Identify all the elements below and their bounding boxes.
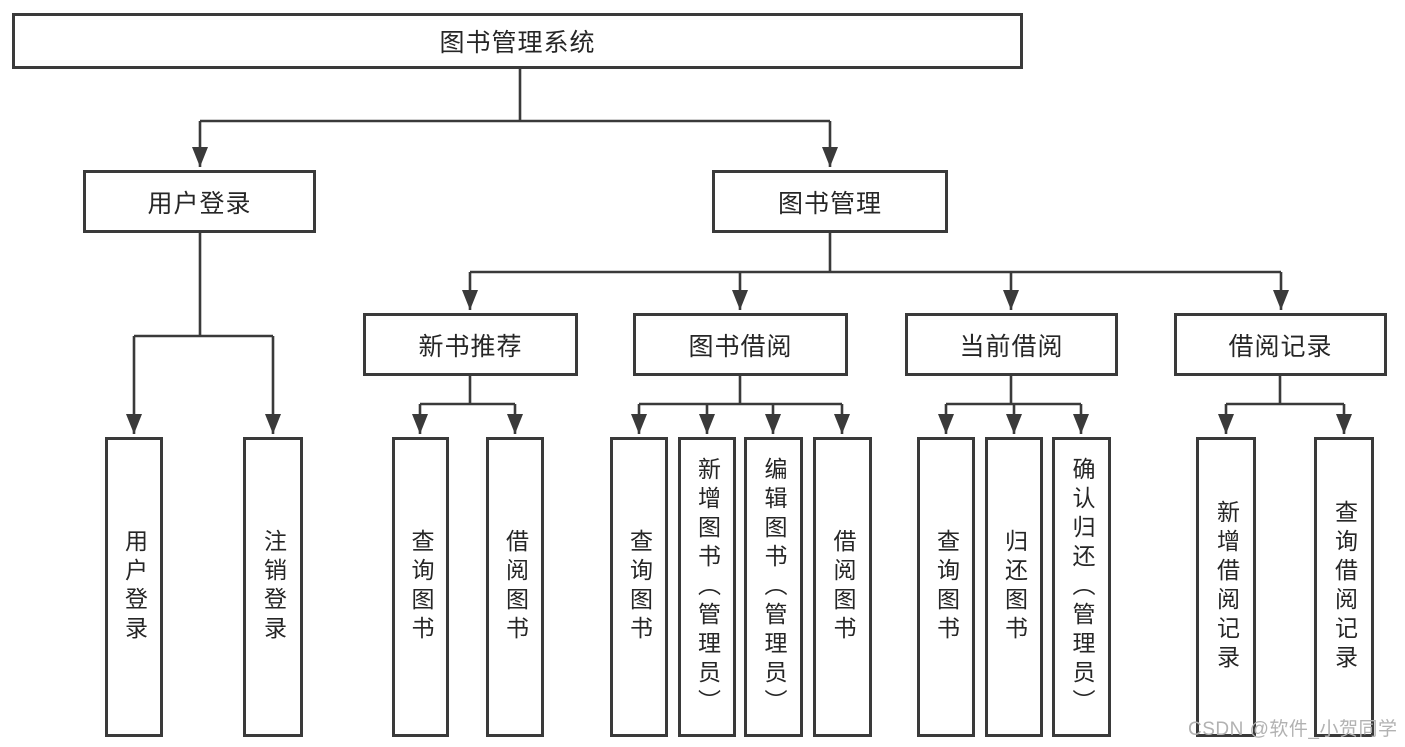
node-current-borrowing: 当前借阅 [905,313,1118,376]
node-label: 当前借阅 [959,332,1064,361]
node-label: 确认归还（管理员） [1069,456,1095,718]
node-book-borrowing: 图书借阅 [633,313,848,376]
node-label: 新增图书（管理员） [694,456,721,718]
node-label: 编辑图书（管理员） [761,456,787,718]
node-label: 查询图书 [408,529,434,645]
node-leaf-add-borrow-record: 新增借阅记录 [1196,437,1256,737]
node-leaf-edit-books-admin: 编辑图书（管理员） [744,437,803,737]
connector-root-to-level2 [192,69,838,167]
node-label: 归还图书 [1001,529,1028,645]
connector-user-login-children [126,233,281,434]
node-leaf-return-books: 归还图书 [985,437,1043,737]
node-label: 借阅记录 [1228,332,1333,361]
node-leaf-confirm-return-admin: 确认归还（管理员） [1052,437,1111,737]
node-book-management: 图书管理 [712,170,948,233]
node-leaf-user-login: 用户登录 [105,437,163,737]
node-label: 注销登录 [260,529,287,645]
node-leaf-query-borrow-record: 查询借阅记录 [1314,437,1374,737]
node-label: 借阅图书 [830,529,856,645]
node-label: 图书借阅 [688,332,793,361]
node-leaf-borrow-books-1: 借阅图书 [486,437,544,737]
node-label: 用户登录 [121,529,148,645]
node-leaf-query-books-3: 查询图书 [917,437,975,737]
node-label: 查询图书 [933,529,960,645]
node-label: 新增借阅记录 [1213,500,1240,674]
node-label: 图书管理 [777,189,882,218]
node-label: 新书推荐 [418,332,523,361]
node-leaf-borrow-books-2: 借阅图书 [813,437,872,737]
connector-book-borrowing-children [631,376,850,434]
node-label: 查询借阅记录 [1331,500,1358,674]
node-leaf-logout: 注销登录 [243,437,303,737]
connector-current-borrowing-children [938,376,1089,434]
node-user-login: 用户登录 [83,170,316,233]
connector-new-book-recommend-children [412,376,523,434]
node-label: 借阅图书 [502,529,529,645]
connector-book-management-children [462,233,1289,310]
node-new-book-recommend: 新书推荐 [363,313,578,376]
node-label: 用户登录 [147,189,252,218]
node-label: 查询图书 [626,529,653,645]
node-label: 图书管理系统 [439,29,596,57]
node-leaf-query-books-2: 查询图书 [610,437,668,737]
node-root-library-management-system: 图书管理系统 [12,13,1023,69]
node-leaf-query-books-1: 查询图书 [392,437,449,737]
connector-borrowing-records-children [1218,376,1352,434]
node-borrowing-records: 借阅记录 [1174,313,1387,376]
node-leaf-add-books-admin: 新增图书（管理员） [678,437,736,737]
